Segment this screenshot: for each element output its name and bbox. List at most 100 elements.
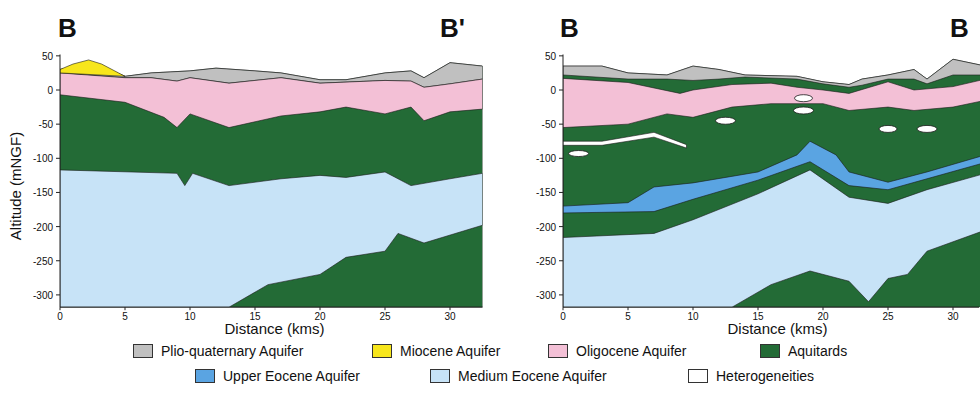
legend-swatch	[430, 369, 450, 383]
legend-text: Miocene Aquifer	[400, 343, 500, 359]
geologic-section	[563, 59, 980, 307]
tick-mark	[255, 307, 256, 310]
tick-mark	[693, 307, 694, 310]
legend-item: Aquitards	[760, 343, 847, 359]
tick-mark	[559, 158, 563, 159]
section-letter: B	[950, 14, 969, 43]
tick-mark	[559, 260, 563, 261]
heterogeneity	[794, 107, 814, 114]
tick-label: -150	[33, 187, 53, 198]
legend-text: Aquitards	[788, 343, 847, 359]
section-letter: B	[560, 14, 579, 43]
x-axis	[563, 307, 979, 308]
tick-mark	[56, 90, 60, 91]
tick-mark	[56, 260, 60, 261]
tick-mark	[56, 158, 60, 159]
legend-text: Medium Eocene Aquifer	[458, 368, 607, 384]
legend-swatch	[548, 344, 568, 358]
tick-mark	[559, 90, 563, 91]
tick-label: 0	[560, 311, 566, 322]
tick-label: -300	[536, 289, 556, 300]
tick-label: -200	[33, 221, 53, 232]
tick-label: 30	[947, 311, 958, 322]
tick-label: -300	[33, 289, 53, 300]
tick-label: -250	[536, 255, 556, 266]
tick-label: 5	[625, 311, 631, 322]
legend-item: Heterogeneities	[688, 368, 814, 384]
legend-swatch	[760, 344, 780, 358]
tick-mark	[563, 307, 564, 310]
tick-mark	[385, 307, 386, 310]
legend-item: Miocene Aquifer	[372, 343, 500, 359]
heterogeneity	[716, 117, 736, 124]
tick-label: 25	[882, 311, 893, 322]
tick-mark	[60, 307, 61, 310]
tick-mark	[559, 192, 563, 193]
legend-swatch	[372, 344, 392, 358]
geologic-section	[60, 60, 483, 307]
tick-label: -100	[33, 153, 53, 164]
tick-label: 25	[379, 311, 390, 322]
tick-label: 0	[47, 85, 53, 96]
axes	[56, 54, 483, 310]
tick-mark	[320, 307, 321, 310]
tick-label: -100	[536, 153, 556, 164]
tick-label: -50	[39, 119, 53, 130]
legend-text: Upper Eocene Aquifer	[223, 368, 360, 384]
section-letter: B'	[440, 14, 465, 43]
legend-swatch	[195, 369, 215, 383]
tick-mark	[559, 124, 563, 125]
tick-label: 10	[184, 311, 195, 322]
heterogeneity	[879, 125, 897, 132]
axis-title: Distance (kms)	[727, 321, 827, 338]
tick-mark	[559, 226, 563, 227]
tick-mark	[823, 307, 824, 310]
legend-item: Plio-quaternary Aquifer	[133, 343, 303, 359]
oligocene-layer	[60, 73, 483, 128]
tick-label: 50	[545, 50, 556, 61]
x-axis	[60, 307, 483, 308]
tick-label: 50	[42, 50, 53, 61]
legend-item: Medium Eocene Aquifer	[430, 368, 607, 384]
tick-mark	[56, 124, 60, 125]
legend-text: Heterogeneities	[716, 368, 814, 384]
aquitard-layer	[60, 63, 483, 308]
tick-label: 5	[122, 311, 128, 322]
tick-label: 30	[444, 311, 455, 322]
legend-item: Oligocene Aquifer	[548, 343, 687, 359]
axis-title: Altitude (mNGF)	[8, 132, 25, 240]
tick-mark	[56, 55, 60, 56]
axis-title: Distance (kms)	[224, 321, 324, 338]
heterogeneity	[563, 132, 687, 148]
tick-mark	[56, 192, 60, 193]
tick-label: 0	[57, 311, 63, 322]
tick-mark	[56, 226, 60, 227]
tick-mark	[953, 307, 954, 310]
tick-label: -50	[542, 119, 556, 130]
tick-mark	[450, 307, 451, 310]
tick-label: -250	[33, 255, 53, 266]
heterogeneity	[917, 125, 937, 132]
tick-label: 10	[687, 311, 698, 322]
oligocene-layer	[563, 78, 980, 127]
y-axis	[60, 54, 61, 307]
tick-mark	[125, 307, 126, 310]
medium-eocene-layer	[60, 170, 483, 307]
legend-text: Plio-quaternary Aquifer	[161, 343, 303, 359]
tick-label: -200	[536, 221, 556, 232]
heterogeneity	[569, 151, 589, 157]
tick-mark	[559, 55, 563, 56]
section-letter: B	[58, 14, 77, 43]
miocene-layer	[60, 60, 125, 76]
tick-mark	[56, 294, 60, 295]
tick-mark	[758, 307, 759, 310]
legend-item: Upper Eocene Aquifer	[195, 368, 360, 384]
tick-mark	[888, 307, 889, 310]
tick-label: 0	[550, 85, 556, 96]
legend-text: Oligocene Aquifer	[576, 343, 687, 359]
tick-label: -150	[536, 187, 556, 198]
heterogeneity	[795, 95, 813, 102]
legend-swatch	[133, 344, 153, 358]
tick-mark	[190, 307, 191, 310]
